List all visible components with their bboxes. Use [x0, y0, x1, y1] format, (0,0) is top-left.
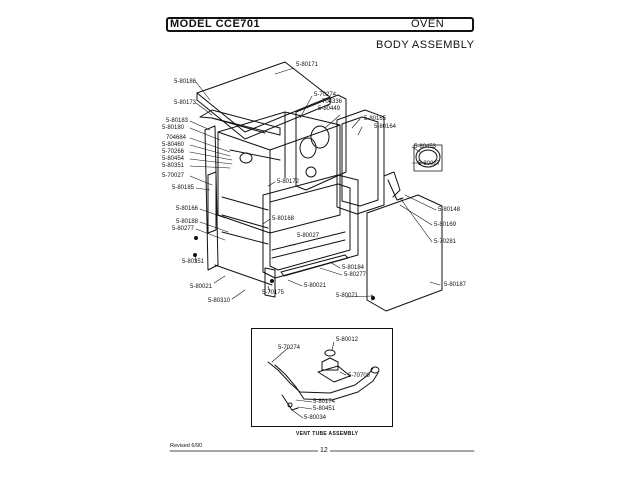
inset-callout-label: 5-80451 — [313, 406, 336, 412]
category-title: OVEN — [411, 18, 445, 30]
callout-label: 5-70281 — [434, 239, 457, 245]
callout-label: 5-80169 — [434, 222, 457, 228]
callout-label: 5-80277 — [172, 226, 195, 232]
callout-label: 5-70274 — [314, 92, 337, 98]
door-gasket — [413, 144, 443, 172]
inset-title: VENT TUBE ASSEMBLY — [296, 431, 359, 437]
callout-label: 5-80171 — [296, 62, 319, 68]
callout-label: 5-80165 — [364, 116, 387, 122]
section-title: BODY ASSEMBLY — [376, 39, 475, 51]
callout-label: 5-80460 — [162, 142, 185, 148]
callout-label: 5-80021 — [190, 284, 213, 290]
callout-label: 5-80071 — [336, 293, 359, 299]
vent-tube-drawing — [267, 341, 380, 419]
inset-callout-label: 5-80012 — [336, 337, 359, 343]
top-panel — [196, 61, 331, 140]
oven-liner — [217, 111, 341, 245]
inset-callout-label: 5-70274 — [278, 345, 301, 351]
inset-callout-label: 5-80174 — [313, 399, 336, 405]
callout-label: 5-80166 — [176, 206, 199, 212]
screws — [193, 236, 375, 300]
callout-label: 5-80351 — [162, 163, 185, 169]
callout-label: 5-80186 — [174, 79, 197, 85]
callout-label: 5-80277 — [344, 272, 367, 278]
callout-label: 5-80454 — [162, 156, 185, 162]
oven-front — [214, 174, 359, 286]
callout-label: 5-80185 — [172, 185, 195, 191]
callout-label: 5-80168 — [272, 216, 295, 222]
callout-label: 5-80184 — [342, 265, 365, 271]
callout-label: 5-80310 — [208, 298, 231, 304]
callout-leaders — [189, 67, 441, 300]
callout-label: 5-80148 — [438, 207, 461, 213]
header-frame — [166, 17, 474, 32]
inset-callout-label: 5-70708 — [348, 373, 371, 379]
callout-label: 5-70027 — [162, 173, 185, 179]
callout-label: 5-80449 — [318, 106, 341, 112]
hinge-assembly — [383, 171, 404, 201]
front-frame — [199, 109, 281, 271]
vent-tube-inset-frame — [251, 328, 393, 427]
callout-label: 5-70175 — [262, 290, 285, 296]
insulation-panels — [336, 109, 385, 215]
revision-note: Revised 6/90 — [170, 443, 203, 449]
callout-label: 5-80172 — [277, 179, 300, 185]
callout-label: 5-80027 — [297, 233, 320, 239]
right-side-panel — [366, 194, 443, 312]
callout-label: 5-80351 — [182, 259, 205, 265]
callout-label: 5-80021 — [304, 283, 327, 289]
callout-label: 704336 — [322, 99, 343, 105]
callout-label: 5-80164 — [374, 124, 397, 130]
callout-label: 5-70266 — [162, 149, 185, 155]
callout-label: 5-80027 — [418, 161, 441, 167]
callout-label: 5-80188 — [176, 219, 199, 225]
page-number: 12 — [318, 447, 330, 454]
callout-label: 5-80183 — [166, 118, 189, 124]
callout-label: 5-80187 — [444, 282, 467, 288]
bottom-trim — [264, 254, 349, 298]
callout-label: 5-80180 — [162, 125, 185, 131]
callout-label: 5-80453 — [414, 144, 437, 150]
model-title: MODEL CCE701 — [170, 18, 261, 30]
callout-label: 704684 — [166, 135, 187, 141]
inset-callout-label: 5-80034 — [304, 415, 327, 421]
callout-label: 5-80173 — [174, 100, 197, 106]
